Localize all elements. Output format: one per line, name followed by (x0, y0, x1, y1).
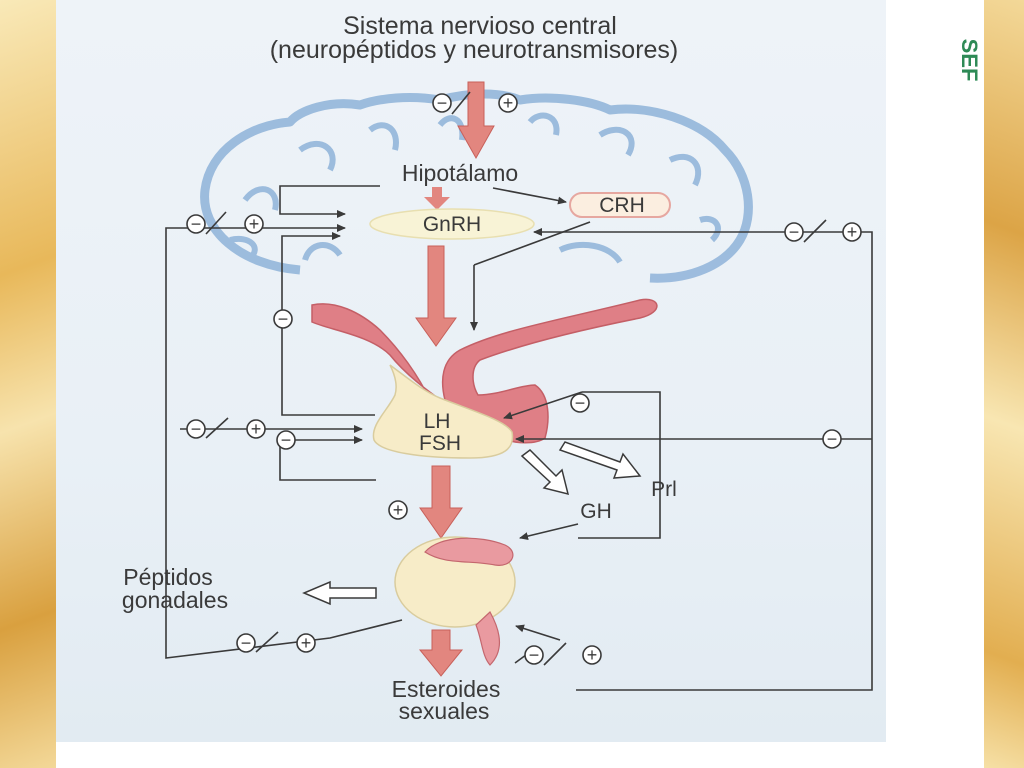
gnrh-short-loop (279, 185, 380, 218)
title-line2: (neuropéptidos y neurotransmisores) (270, 36, 679, 64)
right-outer-feedback-loop (533, 228, 873, 691)
crh-to-pituitary-line (473, 221, 591, 266)
minus-sign: − (281, 430, 292, 450)
plus-sign: + (249, 214, 260, 234)
top-modulation-sign: − + (432, 91, 518, 115)
publisher-stamp: SEF (957, 39, 982, 82)
crh-box (569, 192, 671, 218)
crh-label: CRH (599, 194, 645, 217)
pituitary-feedback-sign: − (273, 309, 293, 329)
minus-sign: − (827, 429, 838, 449)
pituitary-to-gonad-arrow (419, 465, 463, 539)
plus-sign: + (847, 222, 858, 242)
gnrh-to-pituitary-arrow (415, 245, 457, 347)
steroids-label-line2: sexuales (399, 698, 490, 724)
title-line1: Sistema nervioso central (343, 12, 617, 40)
right-outer-modulation-sign: − + (784, 219, 862, 243)
slide-left-border (0, 0, 56, 768)
left-outer-modulation-sign: − + (186, 211, 264, 235)
stamp-text: SEF (957, 39, 982, 82)
plus-sign: + (503, 93, 514, 113)
left-lower-feedback (279, 436, 376, 481)
minus-sign: − (575, 393, 586, 413)
pituitary-gland (311, 298, 658, 459)
peptides-label-line1: Péptidos (123, 564, 213, 590)
prl-label: Prl (651, 478, 677, 501)
minus-sign: − (191, 419, 202, 439)
gonad-to-peptides-hollow-arrow (302, 580, 377, 606)
hypothalamus-label: Hipotálamo (402, 160, 518, 186)
gonad-feedback-sign: − + (236, 631, 316, 653)
gnrh-box (369, 208, 535, 240)
peptides-label-line2: gonadales (122, 587, 228, 613)
pituitary-to-gh-hollow-arrow (520, 449, 570, 496)
minus-sign: − (437, 93, 448, 113)
gonad (394, 536, 516, 666)
gh-to-gonad-line (519, 523, 579, 541)
hypothalamus-to-crh-line (492, 187, 567, 205)
plus-sign: + (301, 633, 312, 653)
left-middle-modulation-sign: − + (186, 417, 266, 439)
gh-label: GH (580, 500, 612, 523)
minus-sign: − (278, 309, 289, 329)
lh-label: LH (424, 410, 451, 433)
cns-to-hypothalamus-arrow (457, 81, 495, 160)
plus-sign: + (393, 500, 404, 520)
steroids-label-line1: Esteroides (392, 676, 501, 702)
hypothalamus-to-gnrh-arrow (424, 187, 450, 210)
gonad-local-input (515, 624, 561, 641)
plus-sign: + (587, 645, 598, 665)
minus-sign: − (789, 222, 800, 242)
bottom-strip (56, 742, 984, 768)
prl-feedback-arrow (503, 391, 583, 420)
pituitary-to-prl-hollow-arrow (558, 441, 642, 479)
left-lower-feedback-sign: − (276, 430, 296, 450)
fsh-label: FSH (419, 432, 461, 455)
right-pituitary-feedback-sign: − (822, 429, 842, 449)
prl-feedback-sign: − (570, 393, 590, 413)
plus-sign: + (251, 419, 262, 439)
gnrh-label: GnRH (423, 213, 481, 236)
gonad-local-modulation-sign: − + (524, 642, 602, 666)
gonadotropin-stimulation-sign: + (388, 500, 408, 520)
prl-feedback-loop (578, 391, 661, 539)
slide-right-border (984, 0, 1024, 768)
gonad-to-steroids-arrow (418, 629, 464, 677)
minus-sign: − (529, 645, 540, 665)
minus-sign: − (241, 633, 252, 653)
minus-sign: − (191, 214, 202, 234)
left-outer-feedback-loop (165, 224, 403, 659)
